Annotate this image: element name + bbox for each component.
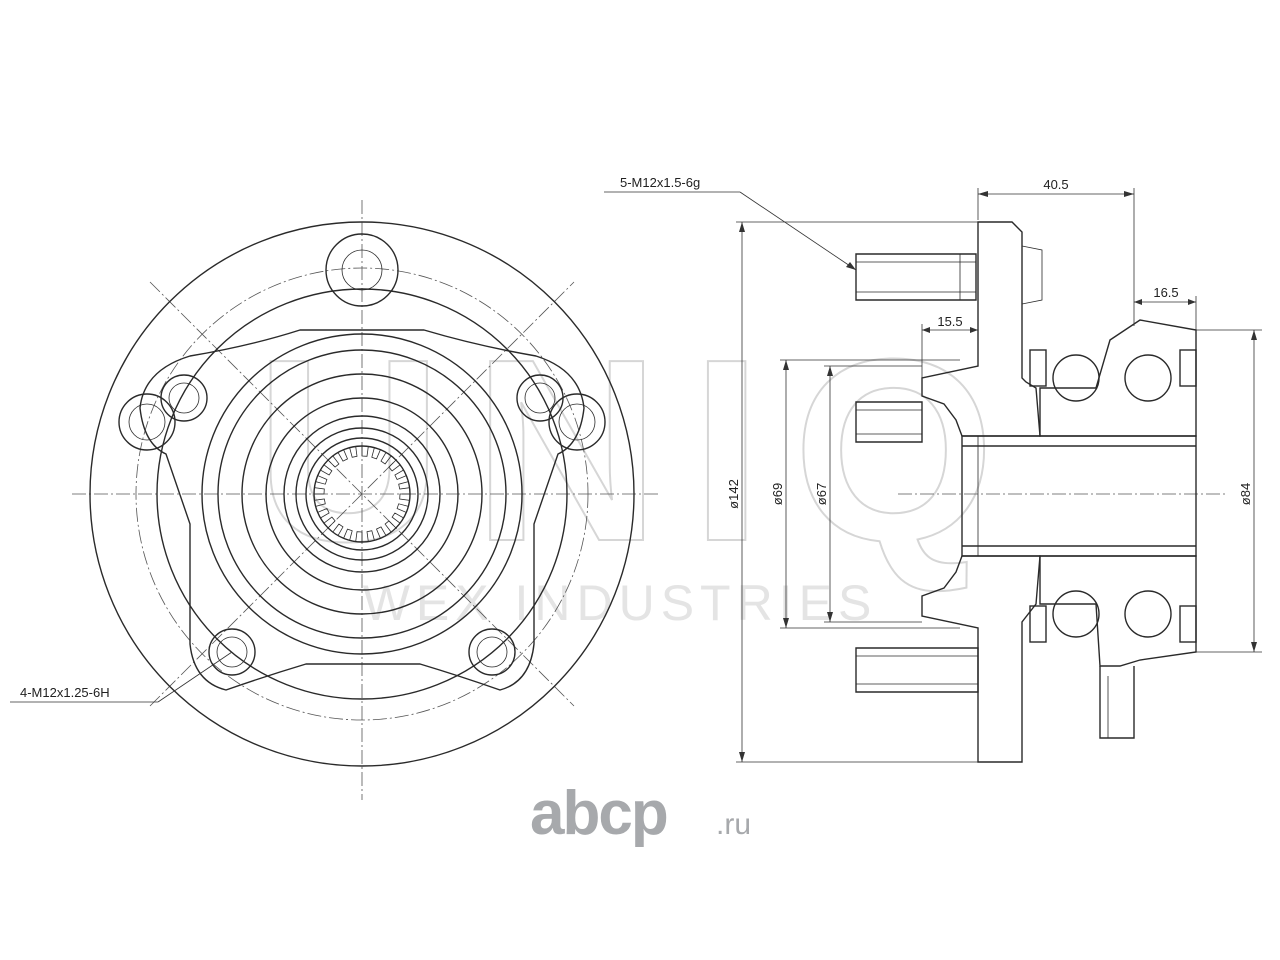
stud-pitch-circle	[135, 267, 589, 721]
stud-thread-callout: 5-M12x1.5-6g	[620, 175, 700, 190]
stud-hole-top	[325, 233, 399, 307]
hub-body-top	[1039, 319, 1197, 437]
abcp-logo-tld: .ru	[716, 808, 751, 841]
hub-bore	[961, 435, 1197, 557]
wheel-studs	[855, 245, 1043, 693]
dim-pilot-diameter: ø69	[770, 483, 785, 505]
section-view: 40.5 16.5 15.5 ø142 ø69 ø67 ø8	[604, 175, 1262, 763]
dim-bearing-diameter: ø84	[1238, 483, 1253, 505]
seals	[1029, 349, 1197, 643]
watermark-brand: UNIQ	[255, 306, 1025, 596]
dim-overall-width: 40.5	[1043, 177, 1068, 192]
flange-thread-holes	[160, 374, 564, 676]
front-view: 4-M12x1.25-6H	[10, 200, 660, 800]
hub-outer-circle	[89, 221, 635, 767]
hub-body-bottom	[1039, 555, 1197, 667]
abcp-logo-name: abcp	[530, 779, 667, 848]
flange-section-bottom	[921, 555, 1041, 763]
flange-thread-callout: 4-M12x1.25-6H	[20, 685, 110, 700]
dim-hub-diameter: ø67	[814, 483, 829, 505]
abcp-logo[interactable]: abcp .ru	[530, 779, 751, 848]
mount-flange	[139, 329, 585, 691]
bearing-balls	[1052, 354, 1172, 638]
spline-tooth-profile	[313, 445, 411, 543]
watermark: UNIQ WEX INDUSTRIES	[254, 305, 1025, 631]
watermark-company: WEX INDUSTRIES	[363, 575, 878, 631]
spline-teeth	[313, 445, 411, 543]
dim-flange-offset: 15.5	[937, 314, 962, 329]
sensor-boss	[1099, 666, 1135, 739]
dim-flange-diameter: ø142	[726, 479, 741, 509]
dim-bearing-offset: 16.5	[1153, 285, 1178, 300]
